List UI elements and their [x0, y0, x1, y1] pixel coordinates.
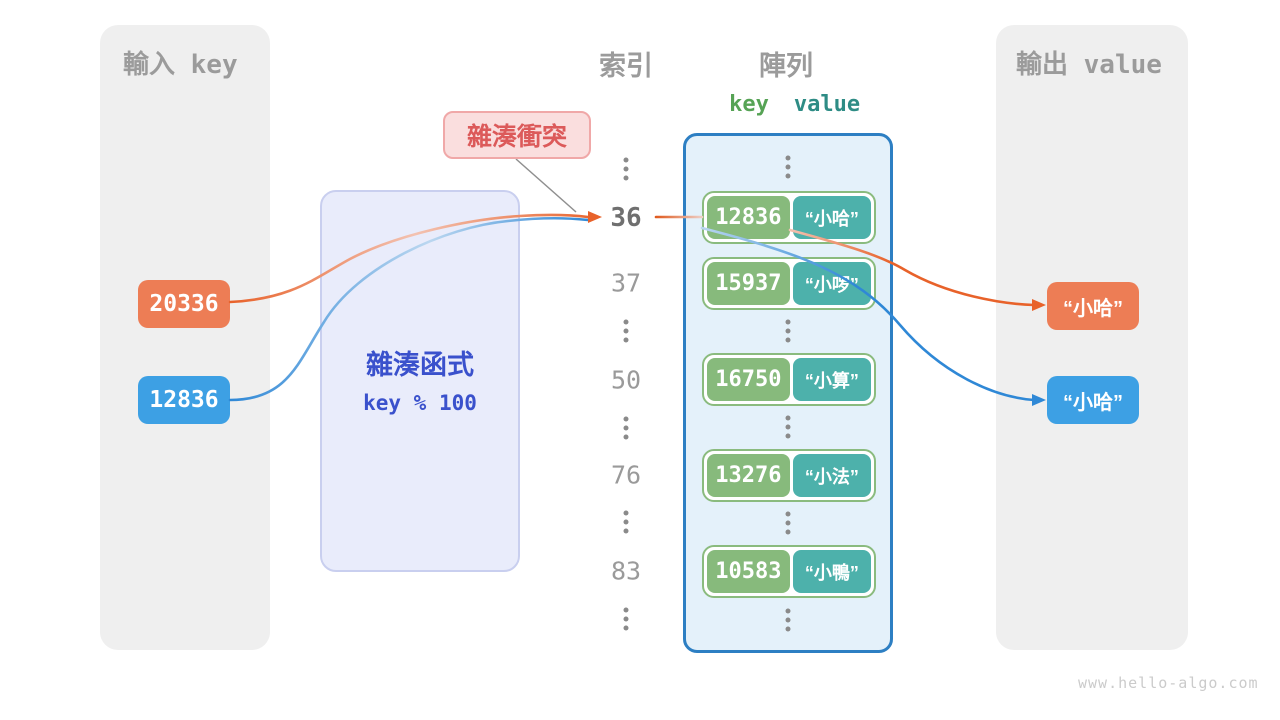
row-key: 16750 [707, 358, 790, 401]
ellipsis-vertical-icon [785, 511, 791, 535]
collision-label: 雜湊衝突 [443, 111, 591, 159]
hash-function-name: 雜湊函式 [366, 350, 474, 380]
array-column-header: 陣列 [759, 51, 813, 81]
ellipsis-vertical-icon [623, 416, 629, 440]
array-value-column-label: value [793, 92, 861, 117]
row-value: “小法” [792, 454, 871, 497]
index-50: 50 [610, 365, 642, 395]
index-76: 76 [610, 460, 642, 490]
ellipsis-vertical-icon [785, 415, 791, 439]
input-key-12836: 12836 [138, 376, 230, 424]
row-key: 12836 [707, 196, 790, 239]
row-key: 10583 [707, 550, 790, 593]
ellipsis-vertical-icon [785, 319, 791, 343]
index-83: 83 [610, 556, 642, 586]
output-panel [996, 25, 1188, 650]
input-panel-title: 輸入 key [123, 50, 238, 80]
array-row-36: 12836 “小哈” [702, 191, 876, 244]
output-value-2: “小哈” [1047, 376, 1139, 424]
input-panel [100, 25, 270, 650]
row-value: “小哈” [792, 196, 871, 239]
index-36: 36 [610, 203, 642, 233]
output-value-1: “小哈” [1047, 282, 1139, 330]
ellipsis-vertical-icon [623, 319, 629, 343]
collision-pointer-line [515, 158, 577, 213]
output-panel-title: 輸出 value [1016, 50, 1162, 80]
index-37: 37 [610, 268, 642, 298]
ellipsis-vertical-icon [623, 607, 629, 631]
row-value: “小啰” [792, 262, 871, 305]
hash-function-formula: key % 100 [363, 391, 477, 415]
row-value: “小鴨” [792, 550, 871, 593]
watermark: www.hello-algo.com [1078, 674, 1259, 692]
array-row-83: 10583 “小鴨” [702, 545, 876, 598]
ellipsis-vertical-icon [785, 608, 791, 632]
array-row-50: 16750 “小算” [702, 353, 876, 406]
input-key-20336: 20336 [138, 280, 230, 328]
row-value: “小算” [792, 358, 871, 401]
arrowhead-to-index [588, 211, 602, 223]
index-column-header: 索引 [599, 51, 653, 81]
row-key: 15937 [707, 262, 790, 305]
array-row-37: 15937 “小啰” [702, 257, 876, 310]
ellipsis-vertical-icon [623, 510, 629, 534]
ellipsis-vertical-icon [623, 157, 629, 181]
row-key: 13276 [707, 454, 790, 497]
array-key-column-label: key [729, 92, 769, 117]
array-row-76: 13276 “小法” [702, 449, 876, 502]
ellipsis-vertical-icon [785, 155, 791, 179]
